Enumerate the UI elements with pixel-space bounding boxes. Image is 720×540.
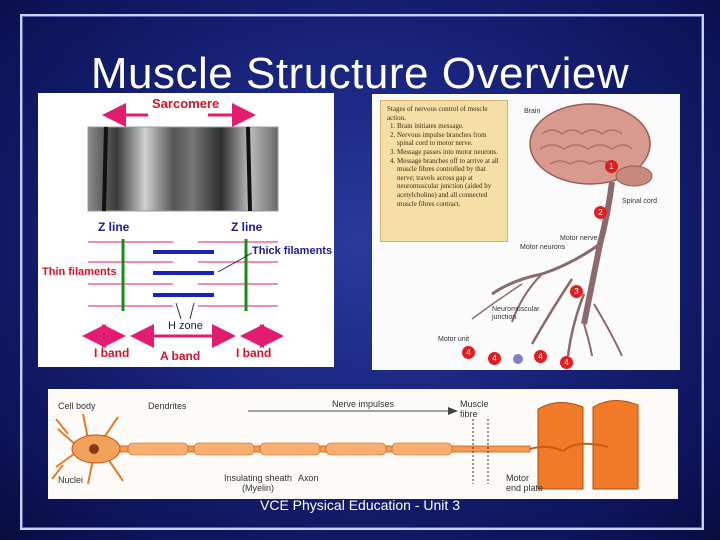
- stages-title: Stages of nervous control of muscle acti…: [387, 105, 488, 122]
- marker-4c: 4: [534, 350, 547, 363]
- a-band-label: A band: [160, 349, 201, 363]
- sarcomere-heading: Sarcomere: [152, 96, 220, 111]
- nuclei-label: Nuclei: [58, 475, 84, 485]
- nerve-svg: [471, 103, 653, 364]
- thick-filaments-label: Thick filaments: [252, 245, 333, 257]
- marker-3: 3: [570, 285, 583, 298]
- spinal-cord-label: Spinal cord: [622, 198, 658, 205]
- motor-nerve-label: Motor nerve: [560, 235, 598, 242]
- nm-junction-label: Neuromuscular junction: [492, 306, 540, 321]
- slide-frame: [20, 14, 704, 530]
- muscle-fibre-shape: [537, 400, 639, 490]
- marker-1: 1: [605, 160, 618, 173]
- brain-label: Brain: [524, 108, 541, 115]
- nerve-impulses-label: Nerve impulses: [332, 399, 395, 409]
- neuron-diagram: Cell body Dendrites Nerve impulses Muscl…: [48, 389, 678, 499]
- stages-list: Brain initiates message. Nervous impulse…: [387, 122, 501, 208]
- stage-item: Brain initiates message.: [397, 122, 501, 131]
- i-band-label-right: I band: [236, 346, 272, 360]
- insulating-sheath-label: Insulating sheath (Myelin): [223, 473, 293, 493]
- sarcomere-svg: [82, 103, 284, 348]
- h-zone-label: H zone: [168, 320, 203, 332]
- motor-unit-dot: [513, 354, 523, 364]
- slide-title: Muscle Structure Overview: [90, 49, 630, 98]
- thick-filament-bars: [153, 250, 214, 297]
- z-line-label-right: Z line: [231, 220, 263, 234]
- sarcomere-diagram: Sarcomere Z line Z line Thick filaments …: [38, 93, 334, 367]
- motor-end-plate-label: Motor end plate: [506, 473, 544, 493]
- dendrites-label: Dendrites: [148, 401, 187, 411]
- stage-item: Message branches off to arrive at all mu…: [397, 157, 501, 209]
- dendrites-shape: [51, 413, 124, 485]
- brain-shape: [529, 103, 651, 185]
- muscle-fibre-label: Muscle fibre: [460, 399, 489, 419]
- axon-label: Axon: [298, 473, 319, 483]
- z-line-label-left: Z line: [98, 220, 130, 234]
- stages-box: Stages of nervous control of muscle acti…: [380, 100, 508, 242]
- stage-item: Nervous impulse branches from spinal cor…: [397, 131, 501, 148]
- slide-footer: VCE Physical Education - Unit 3: [260, 497, 460, 513]
- motor-unit-label: Motor unit: [438, 336, 470, 343]
- marker-4a: 4: [462, 346, 475, 359]
- thin-filament-lines: [88, 241, 278, 307]
- i-band-label-left: I band: [94, 346, 130, 360]
- thin-filaments-label: Thin filaments: [42, 266, 117, 278]
- cell-body-label: Cell body: [58, 401, 96, 411]
- stage-item: Message passes into motor neurons.: [397, 148, 501, 157]
- marker-4b: 4: [488, 352, 501, 365]
- marker-2: 2: [594, 206, 607, 219]
- marker-4d: 4: [560, 356, 573, 369]
- motor-neurons-label: Motor neurons: [520, 244, 566, 251]
- neuron-svg: [51, 400, 639, 490]
- nervous-control-diagram: Stages of nervous control of muscle acti…: [372, 94, 680, 370]
